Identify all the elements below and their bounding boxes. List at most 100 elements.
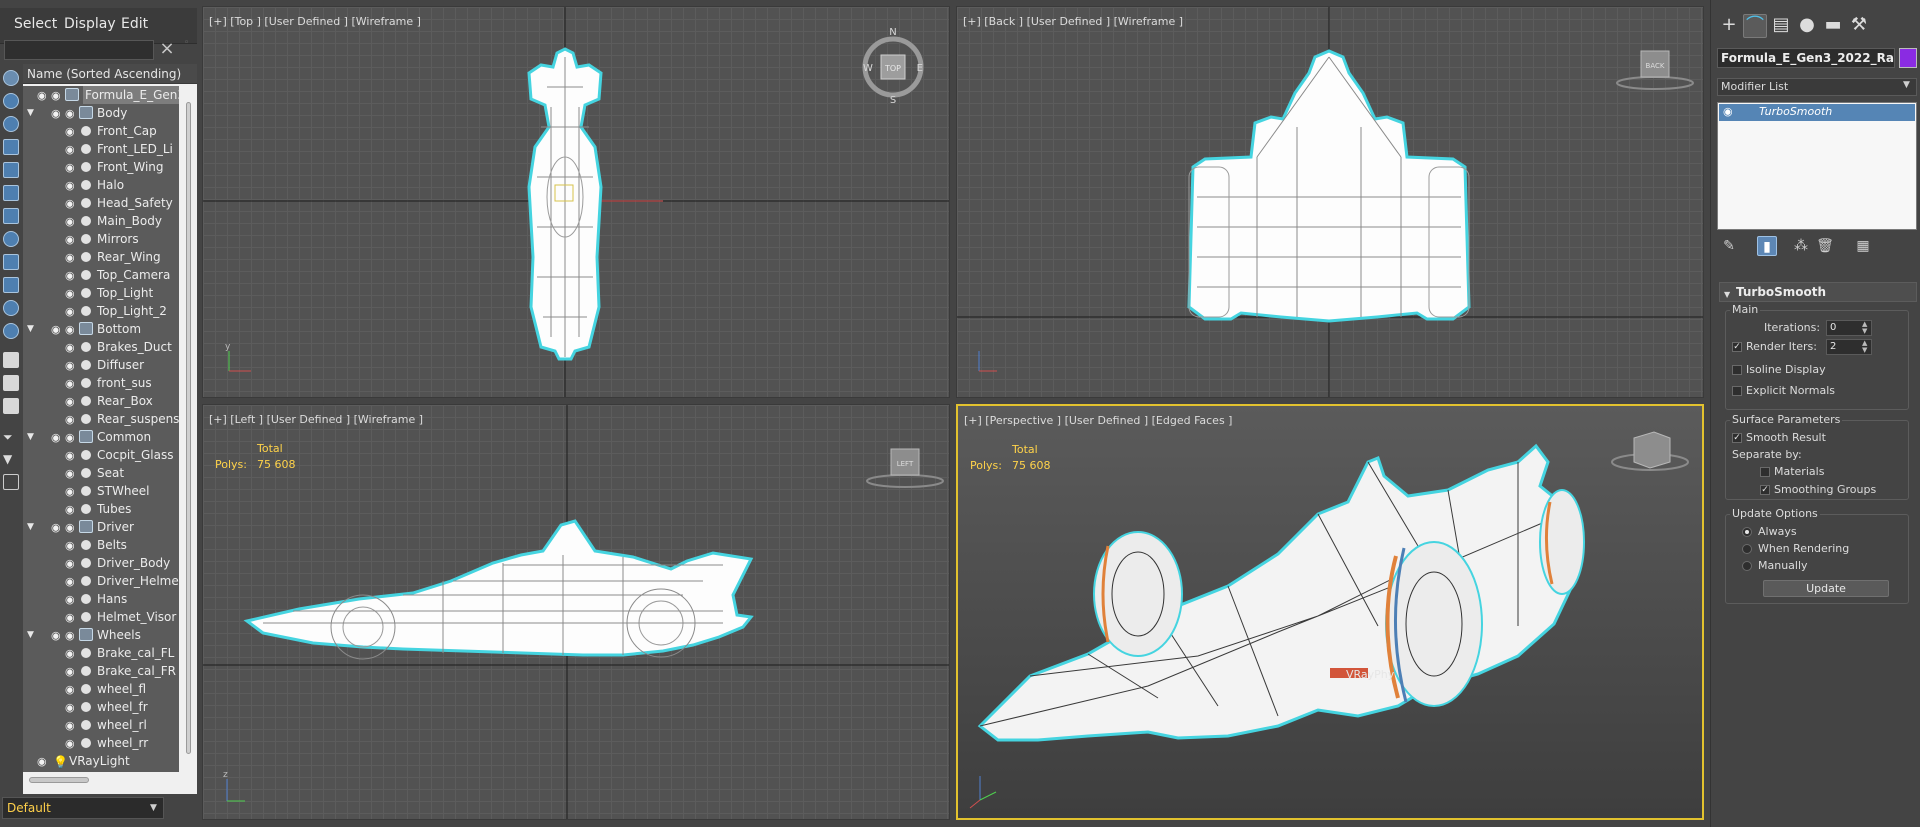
tree-scroll-thumb[interactable] — [186, 102, 191, 754]
eye-icon[interactable]: ◉ — [65, 593, 75, 606]
update-button[interactable]: Update — [1763, 580, 1889, 597]
tree-group-row[interactable]: ▼◉◉Bottom — [23, 320, 179, 338]
pin-icon[interactable]: ◦ — [184, 38, 190, 48]
geometry-filter-icon[interactable] — [3, 93, 19, 109]
display-all-icon[interactable] — [3, 352, 19, 368]
eye-icon[interactable]: ◉ — [65, 125, 75, 138]
eye-icon[interactable]: ◉ — [65, 233, 75, 246]
menu-display[interactable]: Display — [64, 16, 116, 32]
xref-filter-icon[interactable] — [3, 231, 19, 247]
tree-row[interactable]: ◉front_sus — [23, 374, 179, 392]
configure-sets-icon[interactable]: ▦ — [1856, 238, 1870, 254]
eye-icon[interactable]: ◉ — [65, 539, 75, 552]
tree-row[interactable]: ◉Front_LED_Li — [23, 140, 179, 158]
eye-icon[interactable]: ◉ — [65, 611, 75, 624]
tree-row[interactable]: ◉Diffuser — [23, 356, 179, 374]
invert-display-icon[interactable] — [3, 375, 19, 391]
eye-icon[interactable]: ◉ — [65, 557, 75, 570]
display-none-list-icon[interactable] — [3, 398, 19, 414]
spinner-arrows-icon[interactable]: ▲▼ — [1862, 339, 1868, 354]
tree-row[interactable]: ◉wheel_rl — [23, 716, 179, 734]
eye-icon[interactable]: ◉ — [65, 647, 75, 660]
eye-icon[interactable]: ◉ — [65, 305, 75, 318]
manually-radio[interactable] — [1742, 561, 1752, 571]
tree-row[interactable]: ◉💡VRayLight — [23, 752, 179, 770]
eye-icon[interactable]: ◉ — [65, 449, 75, 462]
eye-icon[interactable]: ◉ — [65, 269, 75, 282]
modifier-stack-item[interactable]: ◉ TurboSmooth — [1719, 104, 1915, 121]
chevron-down-icon[interactable]: ▼ — [1903, 80, 1910, 90]
eye-icon[interactable]: ◉ — [65, 377, 75, 390]
make-unique-icon[interactable]: ⁂ — [1794, 238, 1808, 254]
tree-row[interactable]: ◉Cocpit_Glass — [23, 446, 179, 464]
viewport-label[interactable]: [+] [Top ] [User Defined ] [Wireframe ] — [209, 15, 421, 28]
frozen-filter-icon[interactable] — [3, 300, 19, 316]
eye-icon[interactable]: ◉ — [51, 431, 61, 444]
eye-icon[interactable]: ◉ — [65, 287, 75, 300]
tree-hscroll-thumb[interactable] — [29, 777, 89, 783]
tree-row[interactable]: ◉Main_Body — [23, 212, 179, 230]
eye-icon[interactable]: ◉ — [65, 341, 75, 354]
viewport-label[interactable]: [+] [Back ] [User Defined ] [Wireframe ] — [963, 15, 1184, 28]
helper-filter-icon[interactable] — [3, 162, 19, 178]
tree-row[interactable]: ◉Seat — [23, 464, 179, 482]
tree-horizontal-scrollbar[interactable] — [23, 774, 179, 788]
viewport-back[interactable]: [+] [Back ] [User Defined ] [Wireframe ]… — [956, 6, 1704, 398]
tree-row[interactable]: ◉VRayPhy — [23, 770, 179, 772]
render-eye-icon[interactable]: ◉ — [65, 521, 75, 534]
explicit-normals-checkbox[interactable] — [1732, 386, 1742, 396]
eye-icon[interactable]: ◉ — [65, 575, 75, 588]
display-tab[interactable]: ▬ — [1821, 14, 1845, 38]
chevron-down-icon[interactable]: ▼ — [150, 803, 157, 813]
eye-icon[interactable]: ◉ — [65, 467, 75, 480]
iterations-spinner[interactable]: 0 — [1826, 320, 1872, 336]
viewport-label[interactable]: [+] [Perspective ] [User Defined ] [Edge… — [964, 414, 1233, 427]
eye-icon[interactable]: ◉ — [65, 665, 75, 678]
light-filter-icon[interactable] — [3, 116, 19, 132]
tree-row[interactable]: ◉Halo — [23, 176, 179, 194]
eye-icon[interactable]: ◉ — [51, 323, 61, 336]
viewcube[interactable]: LEFT — [863, 441, 947, 493]
pin-stack-icon[interactable]: ✎ — [1723, 238, 1735, 254]
tree-row[interactable]: ◉Rear_Wing — [23, 248, 179, 266]
viewcube-compass[interactable]: TOP N S E W — [861, 23, 925, 103]
motion-tab[interactable]: ● — [1795, 14, 1819, 38]
object-color-swatch[interactable] — [1899, 48, 1917, 68]
eye-icon[interactable]: ◉ — [65, 179, 75, 192]
render-eye-icon[interactable]: ◉ — [51, 89, 61, 102]
filter-funnel-icon[interactable]: ⏷ — [3, 430, 13, 444]
tree-row[interactable]: ◉Helmet_Visor — [23, 608, 179, 626]
smooth-result-checkbox[interactable]: ✓ — [1732, 433, 1742, 443]
eye-icon[interactable]: ◉ — [51, 521, 61, 534]
rollout-title[interactable]: ▼ TurboSmooth — [1719, 282, 1917, 302]
eye-icon[interactable]: ◉ — [37, 771, 49, 772]
select-filter-icon[interactable]: ▼ — [3, 452, 13, 466]
search-input[interactable] — [4, 40, 154, 60]
tree-row[interactable]: ◉Front_Cap — [23, 122, 179, 140]
tree-column-header[interactable]: Name (Sorted Ascending) — [23, 64, 197, 84]
container-filter-icon[interactable] — [3, 277, 19, 293]
eye-icon[interactable]: ◉ — [65, 719, 75, 732]
render-eye-icon[interactable]: ◉ — [65, 107, 75, 120]
render-eye-icon[interactable]: ◉ — [65, 629, 75, 642]
eye-icon[interactable]: ◉ — [65, 485, 75, 498]
eye-icon[interactable]: ◉ — [65, 359, 75, 372]
tree-vertical-scrollbar[interactable] — [183, 86, 195, 772]
tree-row[interactable]: ◉Brake_cal_FL — [23, 644, 179, 662]
tree-group-row[interactable]: ▼◉◉Common — [23, 428, 179, 446]
tree-row[interactable]: ◉Hans — [23, 590, 179, 608]
tree-row[interactable]: ◉Head_Safety — [23, 194, 179, 212]
when-rendering-radio[interactable] — [1742, 544, 1752, 554]
expand-arrow-icon[interactable]: ▼ — [27, 324, 34, 334]
object-name-field[interactable]: Formula_E_Gen3_2022_Race_ — [1717, 48, 1895, 68]
eye-icon[interactable]: ◉ — [51, 107, 61, 120]
eye-icon[interactable]: ◉ — [65, 701, 75, 714]
materials-checkbox[interactable] — [1760, 467, 1770, 477]
spacewarp-filter-icon[interactable] — [3, 185, 19, 201]
eye-icon[interactable]: ◉ — [37, 755, 47, 768]
utilities-tab[interactable]: ⚒ — [1847, 14, 1871, 38]
eye-icon[interactable]: ◉ — [65, 413, 75, 426]
tree-row[interactable]: ◉Driver_Body — [23, 554, 179, 572]
tree-group-row[interactable]: ▼◉◉Driver — [23, 518, 179, 536]
expand-arrow-icon[interactable]: ▼ — [27, 108, 34, 118]
